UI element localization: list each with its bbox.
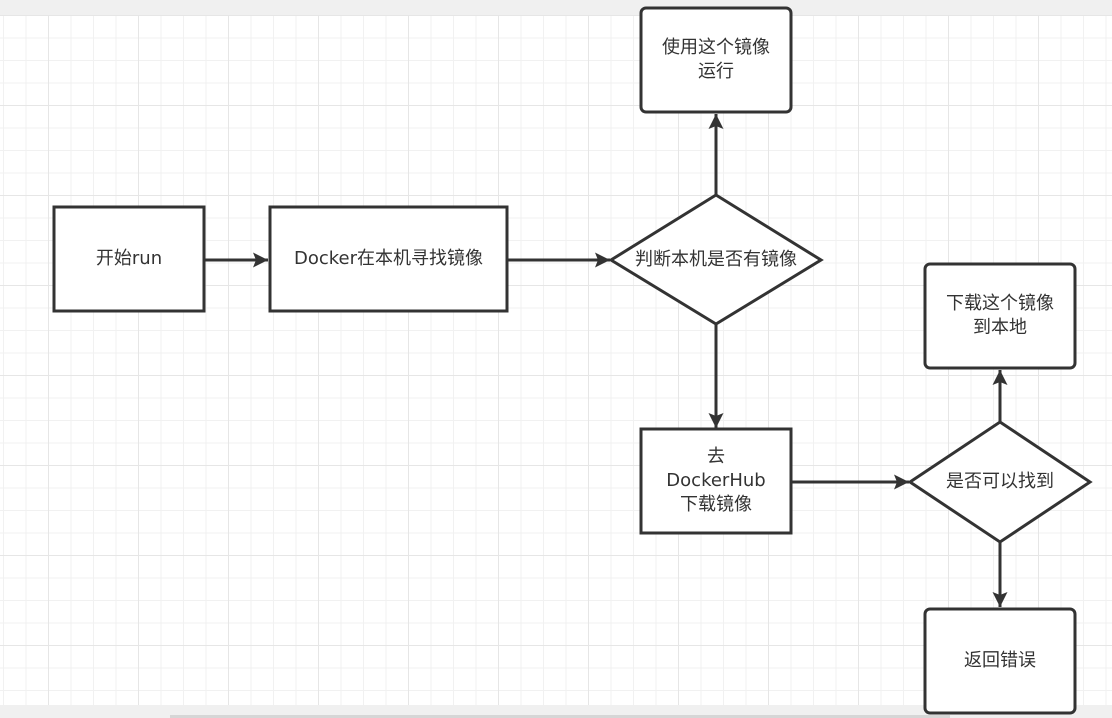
top-toolbar-strip bbox=[0, 0, 1112, 15]
node-download-hub[interactable] bbox=[639, 427, 793, 535]
node-start[interactable] bbox=[52, 205, 206, 313]
node-search-local[interactable] bbox=[268, 205, 509, 313]
node-return-error[interactable] bbox=[923, 607, 1077, 715]
edges bbox=[204, 114, 1008, 607]
node-download-local[interactable] bbox=[923, 262, 1077, 370]
node-can-find[interactable] bbox=[907, 420, 1093, 544]
bottom-scrollbar-area bbox=[0, 705, 1112, 718]
node-has-image[interactable] bbox=[608, 193, 824, 326]
nodes bbox=[52, 6, 1093, 715]
horizontal-scrollbar[interactable] bbox=[170, 715, 950, 718]
node-run-image[interactable] bbox=[639, 6, 793, 114]
